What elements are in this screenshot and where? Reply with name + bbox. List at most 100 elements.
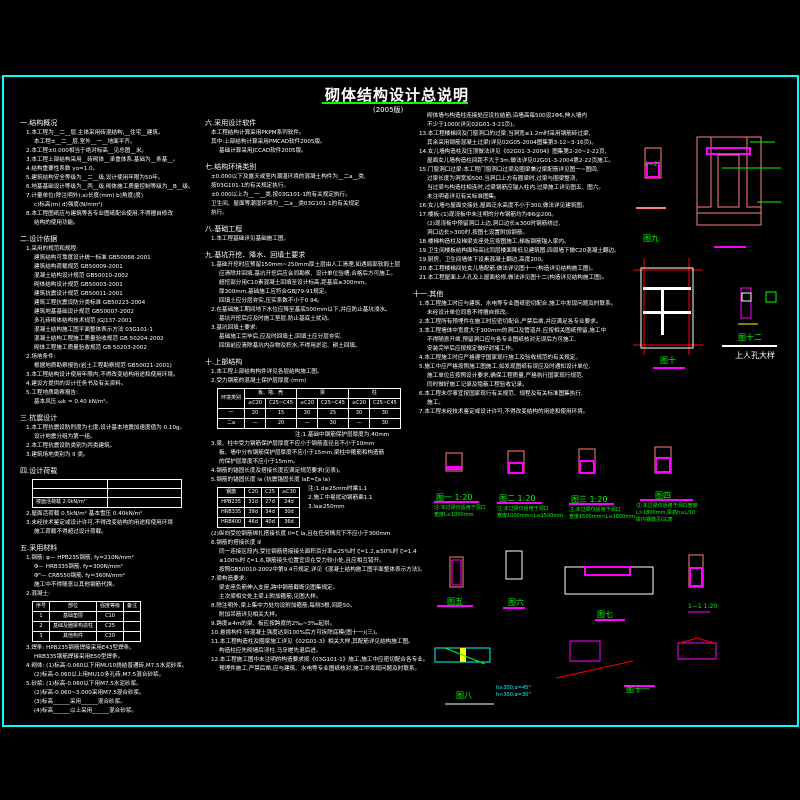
note-line: 本工程结构计算采用PKPM系列软件。 [211,130,305,136]
note-line: 板、墙中分布钢筋保护层厚度不应小于15mm,梁柱中箍筋和构造筋 [219,450,385,456]
table-row: 二a—20—30—30 [216,418,401,429]
notes-column-3: 砌体墙与构造柱连接处应设拉结筋,沿墙高每500设2Φ6,伸入墙内不少于1000(… [413,112,620,417]
note-line: 回填土应分层夯实,压实系数不小于0.94。 [219,298,323,304]
section-heading: 五.采用材料 [20,544,58,552]
note-line: 1.本工程基础详见基础施工图。 [211,236,290,242]
note-line: 5.施工中应严格按照施工图施工,如发现图纸有误应及时通知设计单位, [419,364,591,370]
anchor-note: 注:1.d≥25mm时乘1.1 [307,486,368,492]
figure-note-line: h<300,α=30° [496,692,531,698]
figure-5-label: 图五 [447,597,463,606]
note-line: 执行。 [211,210,228,216]
note-line: (2)现浇板中预留洞口上边,洞口边长≤300时钢筋绕过, [427,221,561,227]
table-cell: 36d [277,517,300,528]
note-line: 施工荷载不得超过设计荷载。 [34,529,107,535]
section-heading: 八.基础工程 [205,225,243,233]
note-line: 砌体墙与构造柱连接处应设拉结筋,沿墙高每500设2Φ6,伸入墙内 [427,113,588,119]
note-line: 19.卫生间楼板结构面标高比同层楼面降低见建筑图,四周墙下做C20混凝土翻边。 [419,248,620,254]
note-line: (3)标高______采用______混合砂浆。 [34,699,126,705]
note-line: 15.门窗洞口过梁:本工程门窗洞口过梁及圈梁兼过梁配筋详见图一~图四, [419,167,599,173]
note-line: HRB335钢筋焊接采用E50型焊条。 [34,654,124,660]
section-heading: 十一.其他 [413,290,444,298]
figure-note-line: h≥300,α=45° [496,685,531,691]
note-line: 2.本工程±0.000相当于绝对标高__见总图__米。 [26,148,148,154]
note-line: 建筑工程抗震设防分类标准 GB50223-2004 [34,300,146,306]
page-title: 砌体结构设计总说明 [325,86,470,104]
note-line: 2.本工程抗震设防类别为丙类建筑。 [26,443,116,449]
note-line: 9.跨度≥4m的梁、板应按跨度的2‰~3‰起拱。 [211,621,336,627]
note-line: 4.砌体: (1)标高-0.060以下用MU10烧结普通砖,M7.5水泥砂浆。 [26,663,188,669]
lintel-details [434,446,693,505]
table-cell [106,497,182,508]
note-line: 不少于1000(详见02G01-3-21页)。 [427,122,519,128]
figure-note-line: 梁内钢筋见GL表 [636,517,673,523]
note-line: 5.工程地质勘察报告: [26,390,78,396]
note-line: 4.本工程施工时应严格遵守国家现行施工及验收规范的有关规定。 [419,355,581,361]
note-line: 1.本工程为__二__层,主体采用砖混结构,__住宅__建筑。 [26,130,164,136]
note-line: ≤100%时 ζ=1.6,钢筋接头位置宜设在受力较小处,且应相互错开。 [219,558,385,564]
table-cell: HRB400 [216,517,246,528]
note-line: 按照GB50010-2002中第9.4节规定,详见《混凝土结构施工图平面整体表示… [219,567,426,573]
cover-table-note: 注:1.基础中钢筋保护层厚度为:40mm [295,432,390,438]
note-line: 砌体工程施工质量验收规范 GB 50203-2002 [34,345,147,351]
section-1-1-label: 1—1 1:20 [688,603,718,610]
section-heading: 六.采用设计软件 [205,119,257,127]
note-line: 的保护层厚度不应小于15mm。 [219,459,299,465]
section-heading: 一.结构概况 [20,119,58,127]
figure-11-label: 图十一 [626,685,650,694]
notes-column-2: 六.采用设计软件本工程结构计算采用PKPM系列软件。其中:上部结构计算采用PMC… [205,112,428,674]
note-line: 1.采用的规范和规程: [26,246,78,252]
note-line: 4.钢筋的锚固长度及搭接长度应满足规范要求(见表)。 [211,468,344,474]
note-line: 20.本工程楼梯间处女儿墙配筋,做法详见图十一(构造详见结构施工图)。 [419,266,597,272]
note-line: 未注明者详见有关标准图集。 [427,194,500,200]
note-line: 13.本工程楼梯间及门窗洞口的过梁,当洞宽≤1.2m时采用钢筋砖过梁, [419,131,591,137]
note-line: 同一连接区段内,受拉钢筋搭接接头面积百分率≤25%时 ζ=1.2,≤50%时 ζ… [219,549,417,555]
load-table: 楼面活荷载 2.0kN/m² [32,479,182,508]
table-cell: — [244,418,267,429]
note-line: 7.梁构造要求: [211,576,247,582]
note-line: 安装完毕后应按规定做好封堵工作。 [427,346,517,352]
note-line: 18.楼梯构造柱及梯梁支座处应按图施工,梯板钢筋锚入梁内。 [419,239,570,245]
note-line: 7.计量单位(除注明外):a)长度(mm) b)角度(度) [26,193,144,199]
section-2-2-drawing [636,147,666,209]
figure-note-line: L>1800mm,梁高h≥L/10 [636,510,696,516]
note-line: (2)标高-0.060以上用MU10多孔砖,M7.5混合砂浆。 [34,672,165,678]
note-line: 3.本工程墙体中宽度大于300mm的洞口及管道井,应按相关图纸预留,施工中 [419,328,607,334]
note-line: 6.地基基础设计等级为__丙__级,砌体施工质量控制等级为__B__级。 [26,184,194,190]
figure-1-note: 注:本过梁仅适用于洞口宽度L≤1000mm. [434,505,486,519]
note-line: 5.建筑结构安全等级为__二__级,设计使用年限为50年。 [26,175,164,181]
table-row: 楼面活荷载 2.0kN/m² [32,497,182,508]
section-heading: 三.抗震设计 [20,414,58,422]
note-line: 2.混凝土: [26,591,51,597]
figure-4-label: 图四 [655,491,671,500]
note-line: 混凝土结构施工图平面整体表示方法 03G101-1 [34,327,153,333]
figure-note-line: 宽度1000mm<L≤1500mm. [497,513,565,519]
note-line: 3.本工程上部结构采用__砖砌体__承重体系,基础为__条基__。 [26,157,179,163]
note-line: 1.本工程施工时应与建筑、水电等专业图纸密切配合,施工中发现问题及时联系。 [419,301,617,307]
section-heading: 四.设计荷载 [20,467,58,475]
note-line: 7.本工程未经技术鉴定或设计许可,不得改变结构的用途和使用环境。 [419,409,589,415]
figure-note-line: 注:本过梁仅适用于洞口宽度 [636,503,698,509]
note-line: 混凝土结构工程施工质量验收规范 GB 50204-2002 [34,336,164,342]
note-line: 超挖部分用C10素混凝土回填至设计标高,距基底≥300mm。 [219,280,370,286]
note-line: 施工中不得随意以其他钢筋代换。 [34,582,118,588]
note-line: 21.本工程屋面上人孔及上屋面检修,做法详见图十二(构造详见结构施工图)。 [419,275,608,281]
note-line: 8.本工程图纸应与建筑等各专业图纸配合使用,不得擅自修改 [26,211,173,217]
note-line: 基坑开挖后应及时施工垫层,防止基底土扰动。 [219,316,333,322]
anchor-note: 2.施工中易扰动钢筋乘1.1 [307,495,373,501]
note-line: (2)标高-0.060~3.000采用M7.5混合砂浆。 [34,690,145,696]
note-line: 3.梁、柱中受力钢筋保护层厚度不应小于钢筋直径且不小于10mm [211,441,375,447]
figure-3-label: 图三 1:20 [571,495,608,504]
note-line: 建筑结构荷载规范 GB50009-2001 [34,264,123,270]
note-line: 其余采用钢筋混凝土过梁(详见02G05-2004图集第3-12~3-16页)。 [427,140,597,146]
page-subtitle: (2005版) [373,106,404,114]
note-line: 4.结构重要性系数 γo=1.0。 [26,166,99,172]
note-line: 基本风压 ωk = 0.40 kN/m²。 [34,399,112,405]
figure-note-line: 宽度1500mm<L≤1800mm. [569,514,637,520]
note-line: 施工。 [427,400,444,406]
note-line: ±0.000以上为__一__类,按03G101-1的有关规定执行。 [211,192,351,198]
note-line: 施工单位应按照设计要求,确保工程质量,严格执行国家现行规范, [427,373,584,379]
